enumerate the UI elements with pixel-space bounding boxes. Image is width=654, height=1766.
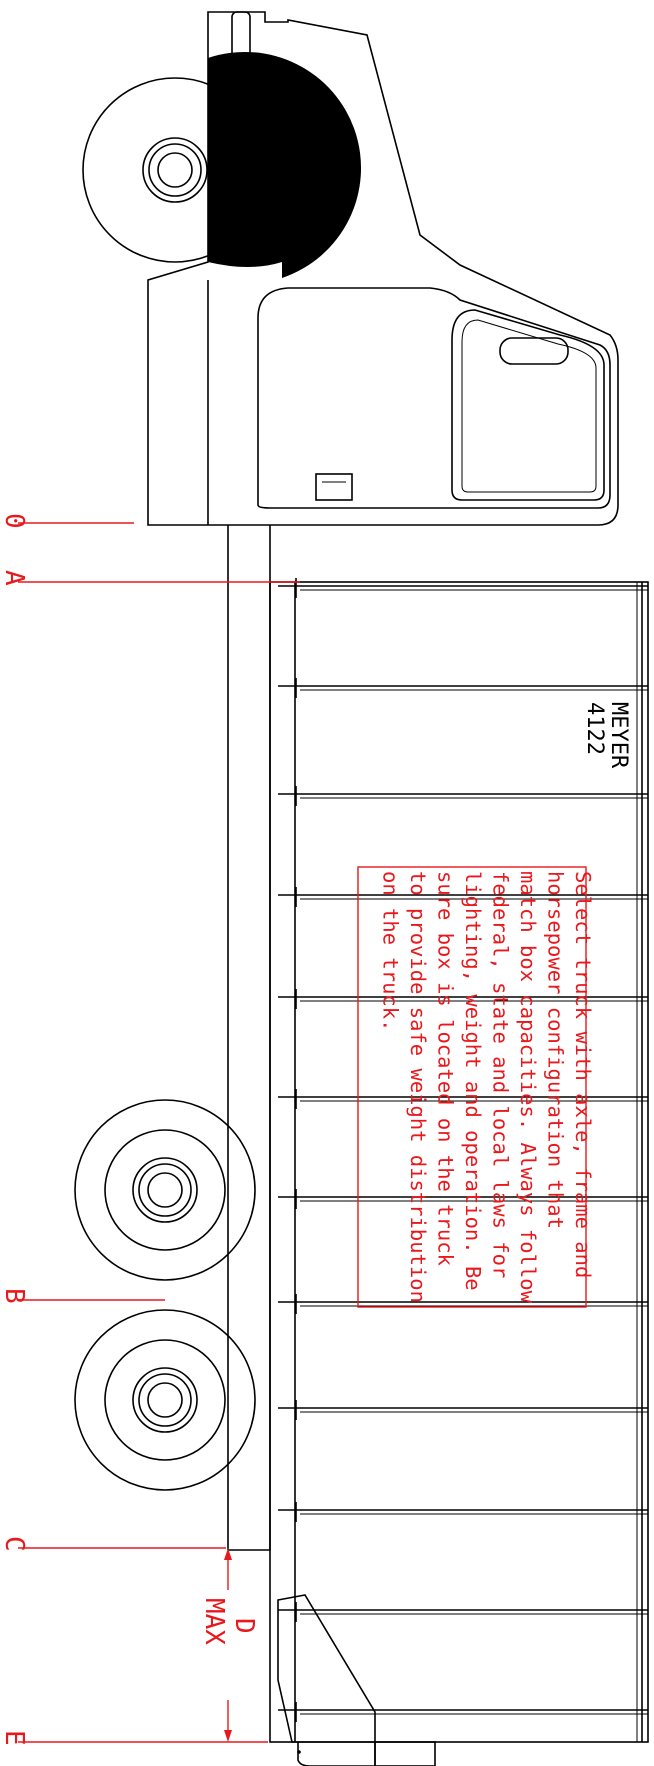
dim-max-label: MAX [199,1598,229,1645]
dim-d-arrow-down [224,1730,232,1742]
front-wheel [82,77,268,263]
rear-wheel-front [74,1099,256,1281]
dimension-markers: 0 A B C E D MAX [0,513,300,1746]
dim-d-arrow-up [224,1548,232,1560]
note-line: horsepower configuration that [544,871,568,1229]
note-line: sure box is located on the truck [434,871,458,1267]
marker-e-label: E [0,1730,29,1746]
note-frame [357,866,587,1308]
cab-step [315,473,353,501]
mirror [499,337,569,365]
note-line: lighting, weight and operation. Be [461,871,485,1291]
rear-bumper [277,1594,436,1766]
note-line: federal, state and local laws for [489,871,513,1278]
note-line: match box capacities. Always follow [516,871,540,1304]
note-text: Select truck with axle, frame andhorsepo… [379,871,596,1304]
bumper-step [374,1741,436,1766]
truck-frame [227,525,271,1551]
marker-b-label: B [0,1288,29,1304]
dim-d-label: D [229,1618,259,1634]
box-body [269,578,649,1743]
cab-outline [147,11,619,526]
marker-c-label: C [0,1536,29,1552]
rear-wheel-back [74,1309,256,1491]
truck-cab [147,11,619,526]
cab-window [451,309,605,501]
cab-door [257,287,611,509]
marker-a-label: A [0,570,29,586]
box-id-line1: MEYER [606,702,631,769]
bumper-lower [297,1742,376,1766]
cab-window-inner [461,319,597,493]
box-outline [269,581,649,1743]
box-id-line2: 4122 [582,702,607,755]
cab-visor [231,11,251,58]
bumper-bolt [297,1750,301,1754]
box-id: MEYER 4122 [582,702,631,769]
front-fender [208,51,362,278]
note-line: Select truck with axle, frame and [571,871,595,1278]
mud-flap [277,1594,376,1743]
note-line: on the truck. [379,871,403,1031]
marker-0-label: 0 [0,513,29,529]
note-line: to provide safe weight distribution [406,871,430,1303]
front-fender-arc [208,58,285,262]
